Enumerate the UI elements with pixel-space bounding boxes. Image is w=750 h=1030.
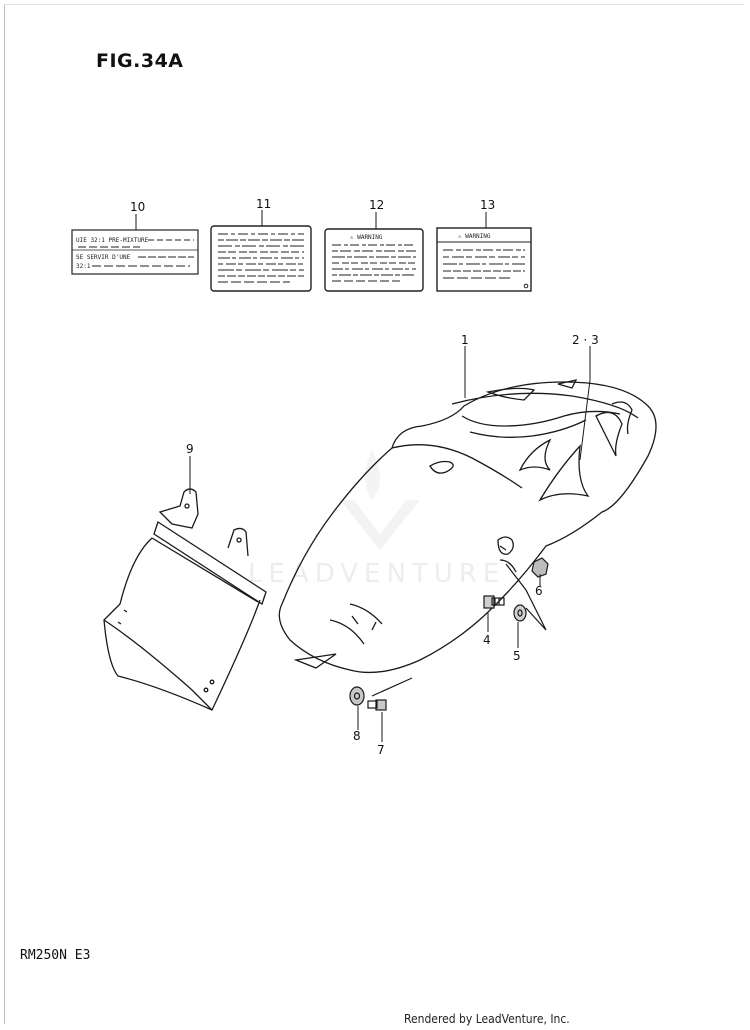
callout-13: 13: [480, 198, 495, 212]
label-10: UIE 32:1 PRE-MIXTURE SE SERVIR D'UNE 32:…: [71, 229, 199, 275]
figure-title: FIG.34A: [96, 50, 184, 72]
bolt-part-7: [367, 699, 387, 711]
callout-1: 1: [461, 333, 469, 347]
leader-lines: [135, 210, 591, 742]
callout-numbers: 10 11 12 13 1 2 · 3 9 6 4 5 8 7: [130, 197, 599, 757]
page-frame: [4, 4, 744, 1024]
label-13-warning: ⚠ WARNING: [458, 233, 491, 240]
watermark-logo: LEADVENTURE: [248, 450, 505, 589]
callout-8: 8: [353, 729, 361, 743]
label-13: ⚠ WARNING: [436, 227, 532, 292]
bolt-part-4: [483, 595, 505, 609]
rear-fender-part-1: [278, 379, 657, 674]
hardware-parts: [349, 545, 549, 711]
callout-4: 4: [483, 633, 491, 647]
callout-7: 7: [377, 743, 385, 757]
label-11: [210, 225, 312, 292]
callout-12: 12: [369, 198, 384, 212]
callout-9: 9: [186, 442, 194, 456]
callout-6: 6: [535, 584, 543, 598]
label-10-line2: SE SERVIR D'UNE: [76, 254, 131, 261]
label-12: ⚠ WARNING: [324, 228, 424, 292]
label-12-warning: ⚠ WARNING: [350, 234, 383, 241]
rendered-by-credit: Rendered by LeadVenture, Inc.: [404, 1012, 570, 1026]
washer-part-8: [349, 686, 365, 706]
callout-2-3: 2 · 3: [572, 333, 599, 347]
callout-5: 5: [513, 649, 521, 663]
label-10-line3: 32:1: [76, 263, 91, 270]
label-10-line1: UIE 32:1 PRE-MIXTURE: [76, 237, 149, 244]
model-code: RM250N E3: [20, 948, 91, 963]
nut-part-6: [531, 557, 549, 578]
callout-11: 11: [256, 197, 271, 211]
washer-part-5: [513, 604, 527, 622]
watermark-text: LEADVENTURE: [248, 559, 505, 589]
number-plate-part-9: [103, 488, 267, 711]
callout-10: 10: [130, 200, 145, 214]
